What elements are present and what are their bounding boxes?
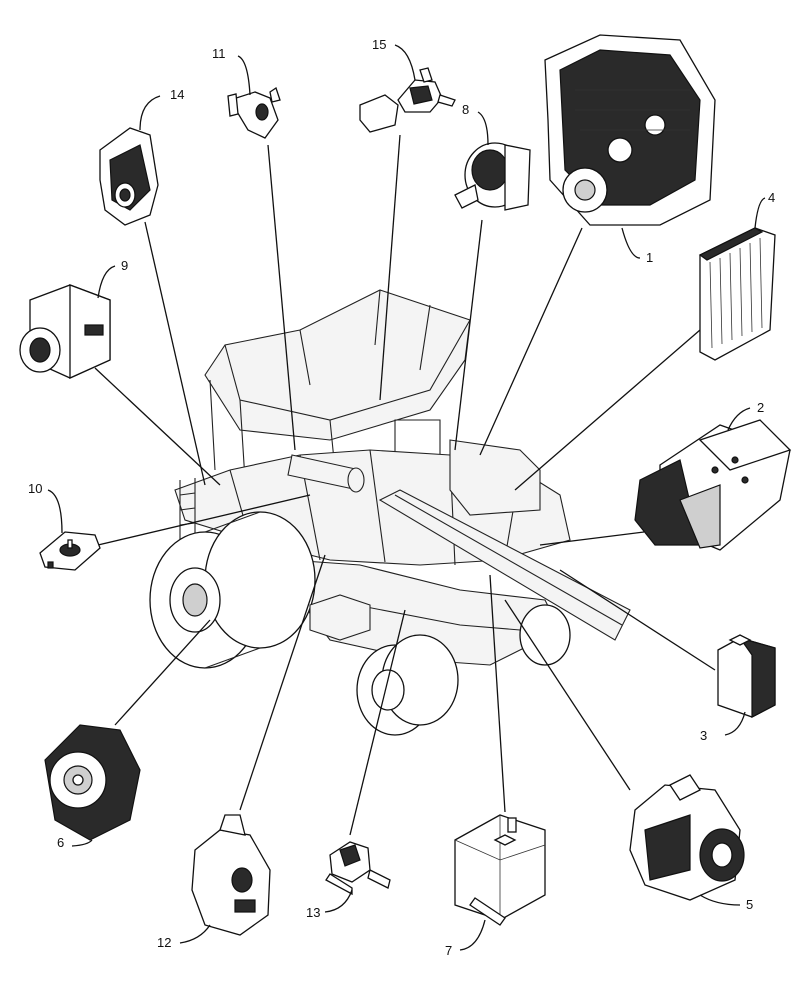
callout-13-leader [324, 889, 353, 913]
callout-4: 4 [768, 190, 775, 205]
callout-11: 11 [212, 46, 226, 61]
callout-14: 14 [170, 87, 184, 102]
callout-10-leader [47, 489, 63, 534]
tank-illustration [454, 814, 546, 926]
callout-10: 10 [28, 481, 42, 496]
gear-pump-illustration [19, 284, 111, 380]
drive-housing-illustration [99, 127, 159, 226]
angle-fitting-illustration [227, 86, 281, 139]
callout-11-leader [237, 55, 251, 96]
callout-6-leader [71, 839, 93, 847]
callout-8: 8 [462, 102, 469, 117]
control-module-illustration [634, 419, 792, 551]
callout-1: 1 [646, 250, 653, 265]
right-angle-drive-illustration [359, 67, 456, 133]
engine-illustration [544, 34, 716, 226]
callout-7-leader [459, 919, 486, 951]
callout-6: 6 [57, 835, 64, 850]
angle-gearbox-illustration [325, 841, 391, 896]
callout-4-leader [754, 197, 766, 229]
callout-2: 2 [757, 400, 764, 415]
disc-plate-illustration [39, 531, 101, 571]
final-drive-illustration [191, 814, 271, 936]
callout-15: 15 [372, 37, 386, 52]
fluid-reservoir-illustration [717, 634, 776, 718]
wheel-hub-drive-illustration [44, 724, 141, 841]
callout-9: 9 [121, 258, 128, 273]
callout-15-leader [394, 44, 416, 81]
callout-labels: 1 2 3 4 5 6 7 8 9 10 11 12 13 [28, 37, 775, 958]
callout-12: 12 [157, 935, 171, 950]
leader-lines [94, 134, 716, 836]
callout-3-leader [724, 711, 746, 736]
callout-5-leader [699, 894, 741, 906]
callout-3: 3 [700, 728, 707, 743]
callout-5: 5 [746, 897, 753, 912]
gearbox-illustration [629, 774, 745, 901]
machine-body [149, 289, 631, 736]
callout-12-leader [179, 924, 211, 944]
callout-14-leader [139, 95, 161, 131]
callout-7: 7 [445, 943, 452, 958]
radiator-illustration [698, 227, 776, 361]
pump-illustration [454, 142, 531, 211]
callout-1-leader [621, 227, 641, 259]
callout-8-leader [477, 111, 489, 146]
callout-13: 13 [306, 905, 320, 920]
callout-2-leader [727, 407, 751, 431]
callout-9-leader [97, 265, 116, 299]
